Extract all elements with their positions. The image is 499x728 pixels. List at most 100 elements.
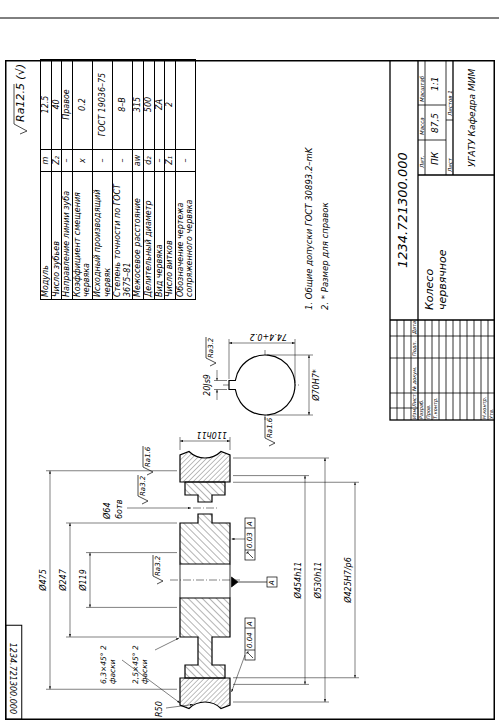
table-cell: – bbox=[62, 150, 73, 172]
tolerance-text: A bbox=[246, 621, 254, 626]
roughness-text: Ra12.5 (√) bbox=[15, 64, 28, 122]
drawing-sheet: Модульm12.5Число зубьевZ₂40Направление л… bbox=[5, 60, 495, 720]
parameter-table-cell: 500 bbox=[144, 97, 153, 112]
parameter-table-cell: 315 bbox=[133, 97, 142, 112]
parameter-table-cell: x bbox=[78, 158, 87, 163]
table-cell: 12.5 bbox=[41, 60, 52, 150]
drawing-number: 1234.721300.000 bbox=[396, 152, 411, 268]
dimension-text: 20Js9 bbox=[203, 374, 212, 396]
parameter-table-cell: – bbox=[98, 159, 107, 163]
table-cell: – bbox=[92, 150, 112, 172]
table-cell: Делительный диаметр bbox=[143, 172, 154, 300]
title-block-text: Колесо червячное bbox=[424, 218, 449, 310]
table-cell: x bbox=[72, 150, 92, 172]
title-block-lines bbox=[390, 60, 495, 420]
table-cell: Обозначение чертежа сопряженного червяка bbox=[175, 172, 195, 300]
table-cell: Коэффициент смещения червяка bbox=[72, 172, 92, 300]
title-block-text: Т.контр. bbox=[433, 397, 439, 419]
parameter-table-cell: – bbox=[155, 159, 164, 163]
table-cell: Направление линии зуба bbox=[62, 172, 73, 300]
dimension-text: Ø70H7* bbox=[312, 369, 321, 401]
drawing-number: 1234.721300.000 bbox=[8, 643, 17, 714]
table-cell: – bbox=[113, 150, 133, 172]
parameter-table-cell: Z₁ bbox=[165, 156, 174, 165]
parameter-table-cell: ГОСТ 19036–75 bbox=[98, 73, 107, 136]
title-block-text: Лист bbox=[447, 158, 453, 172]
table-cell: ZA bbox=[154, 60, 165, 150]
dimension-text: Ø64 bbox=[103, 503, 112, 519]
table-cell: Модуль bbox=[41, 172, 52, 300]
table-cell: Исходный производящий червяк bbox=[92, 172, 112, 300]
parameter-table-cell: Степень точности по ГОСТ 3675–81 bbox=[113, 184, 132, 297]
title-block-text: Изм. bbox=[412, 407, 418, 419]
dimension-text: 6,3×45° 2 фаски bbox=[100, 638, 117, 684]
dimension-text: Ø530h11 bbox=[314, 562, 323, 599]
parameter-table-cell: – bbox=[118, 159, 127, 163]
table-cell: m bbox=[41, 150, 52, 172]
parameter-table-cell: Обозначение чертежа сопряженного червяка bbox=[176, 199, 195, 297]
title-block-text: Лист bbox=[412, 394, 418, 407]
table-cell: 0.2 bbox=[72, 60, 92, 150]
title-block-text: ПК bbox=[430, 152, 440, 165]
tolerance-text: A bbox=[246, 521, 254, 526]
table-cell: 40 bbox=[51, 60, 62, 150]
table-cell: ГОСТ 19036–75 bbox=[92, 60, 112, 150]
dimension-text: 6отв bbox=[115, 500, 124, 519]
parameter-table-cell: Делительный диаметр bbox=[144, 200, 153, 297]
dimension-text: Ø247 bbox=[59, 569, 68, 591]
title-block-text: Разраб. bbox=[419, 399, 425, 419]
title-block-text: Пров. bbox=[426, 404, 432, 419]
table-cell: – bbox=[175, 150, 195, 172]
technical-note: 2. * Размер для справок bbox=[321, 202, 331, 310]
table-cell: 500 bbox=[143, 60, 154, 150]
parameter-table-cell: Коэффициент смещения червяка bbox=[73, 192, 92, 297]
title-block-text: Дата bbox=[412, 321, 418, 334]
table-cell: 8–В bbox=[113, 60, 133, 150]
dimension-text: Ø425H7/p6 bbox=[344, 557, 353, 603]
parameter-table-cell: 40 bbox=[52, 99, 61, 109]
table-cell: 2 bbox=[165, 60, 176, 150]
parameter-table-cell: 0.2 bbox=[78, 98, 87, 111]
parameter-table-cell: 2 bbox=[165, 102, 174, 107]
table-cell: Z₁ bbox=[165, 150, 176, 172]
parameter-table-cell: Z₂ bbox=[52, 156, 61, 165]
technical-note: 1. Общие допуски ГОСТ 30893.2–mK bbox=[305, 148, 315, 310]
bore-keyway-view bbox=[229, 355, 295, 415]
dimension-lines bbox=[46, 339, 359, 708]
title-block-text: Листов 1 bbox=[447, 90, 453, 116]
parameter-table-cell: Модуль bbox=[41, 265, 50, 297]
title-block-text: УГАТУ Кафедра МИМ bbox=[467, 69, 477, 167]
table-cell: aw bbox=[133, 150, 144, 172]
table-cell: Правое bbox=[62, 60, 73, 150]
dimension-text: Ø454h11 bbox=[294, 562, 303, 599]
title-block-text: 87,5 bbox=[430, 113, 440, 133]
table-cell: Z₂ bbox=[51, 150, 62, 172]
title-block-text: Утв. bbox=[489, 409, 495, 420]
parameter-table-cell: aw bbox=[133, 155, 142, 166]
title-block-text: № докум. bbox=[412, 366, 418, 391]
sheet-frame bbox=[6, 61, 495, 720]
title-block-text: Подп. bbox=[412, 341, 418, 356]
table-cell: Вид червяка bbox=[154, 172, 165, 300]
parameter-table-cell: Исходный производящий червяк bbox=[93, 190, 112, 297]
tolerance-text: A bbox=[268, 580, 276, 585]
parameter-table-cell: Число витков bbox=[165, 240, 174, 297]
dimension-text: R50 bbox=[155, 701, 164, 717]
dimension-text: 74.4+0.2 bbox=[250, 332, 287, 341]
dimension-text: 2,5×45° 2 фаски bbox=[132, 638, 149, 684]
parameter-table-cell: 8–В bbox=[118, 97, 127, 112]
roughness-text: Ra3.2 bbox=[207, 338, 215, 358]
dimension-text: 110h11 bbox=[196, 430, 227, 439]
tolerance-frames bbox=[232, 518, 278, 660]
parameter-table-cell: d₂ bbox=[144, 156, 153, 164]
parameter-table-cell: Вид червяка bbox=[155, 244, 164, 297]
parameter-table-cell: 12.5 bbox=[41, 96, 50, 114]
title-block-text: Масштаб bbox=[419, 76, 425, 102]
roughness-text: Ra3.2 bbox=[139, 476, 147, 496]
parameter-table: Модульm12.5Число зубьевZ₂40Направление л… bbox=[40, 59, 196, 300]
parameter-table-cell: Правое bbox=[62, 89, 71, 120]
parameter-table-cell: ZA bbox=[155, 99, 164, 110]
parameter-table-cell: – bbox=[62, 159, 71, 163]
title-block-text: Н.контр. bbox=[482, 397, 488, 419]
table-cell: Межосевое расстояние bbox=[133, 172, 144, 300]
